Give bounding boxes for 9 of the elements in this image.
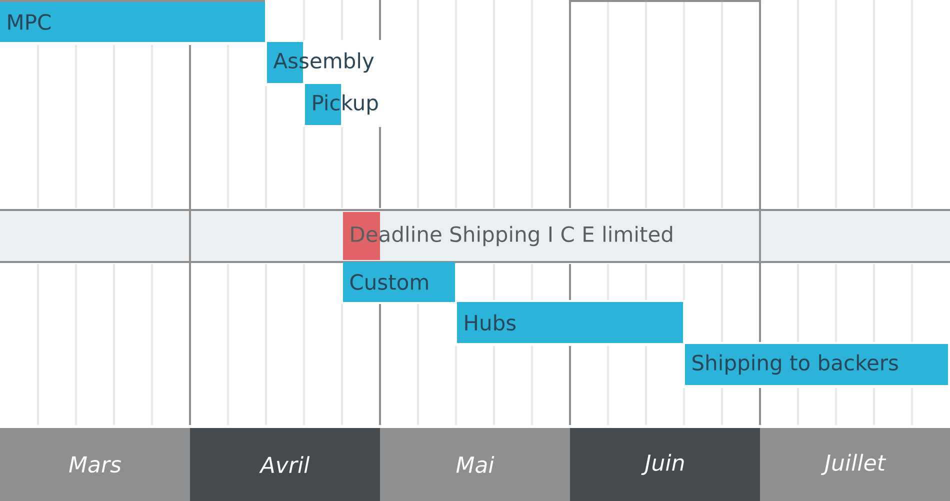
month-header: Mars <box>0 428 190 501</box>
month-header: Avril <box>190 428 380 501</box>
month-header: Juillet <box>760 428 950 501</box>
month-header: Juin <box>570 428 760 501</box>
month-header: Mai <box>380 428 570 501</box>
task-bar: MPC <box>0 2 265 42</box>
task-bar: Custom <box>343 262 455 302</box>
task-bar: Hubs <box>457 302 683 343</box>
task-bar: Shipping to backers <box>685 344 948 385</box>
